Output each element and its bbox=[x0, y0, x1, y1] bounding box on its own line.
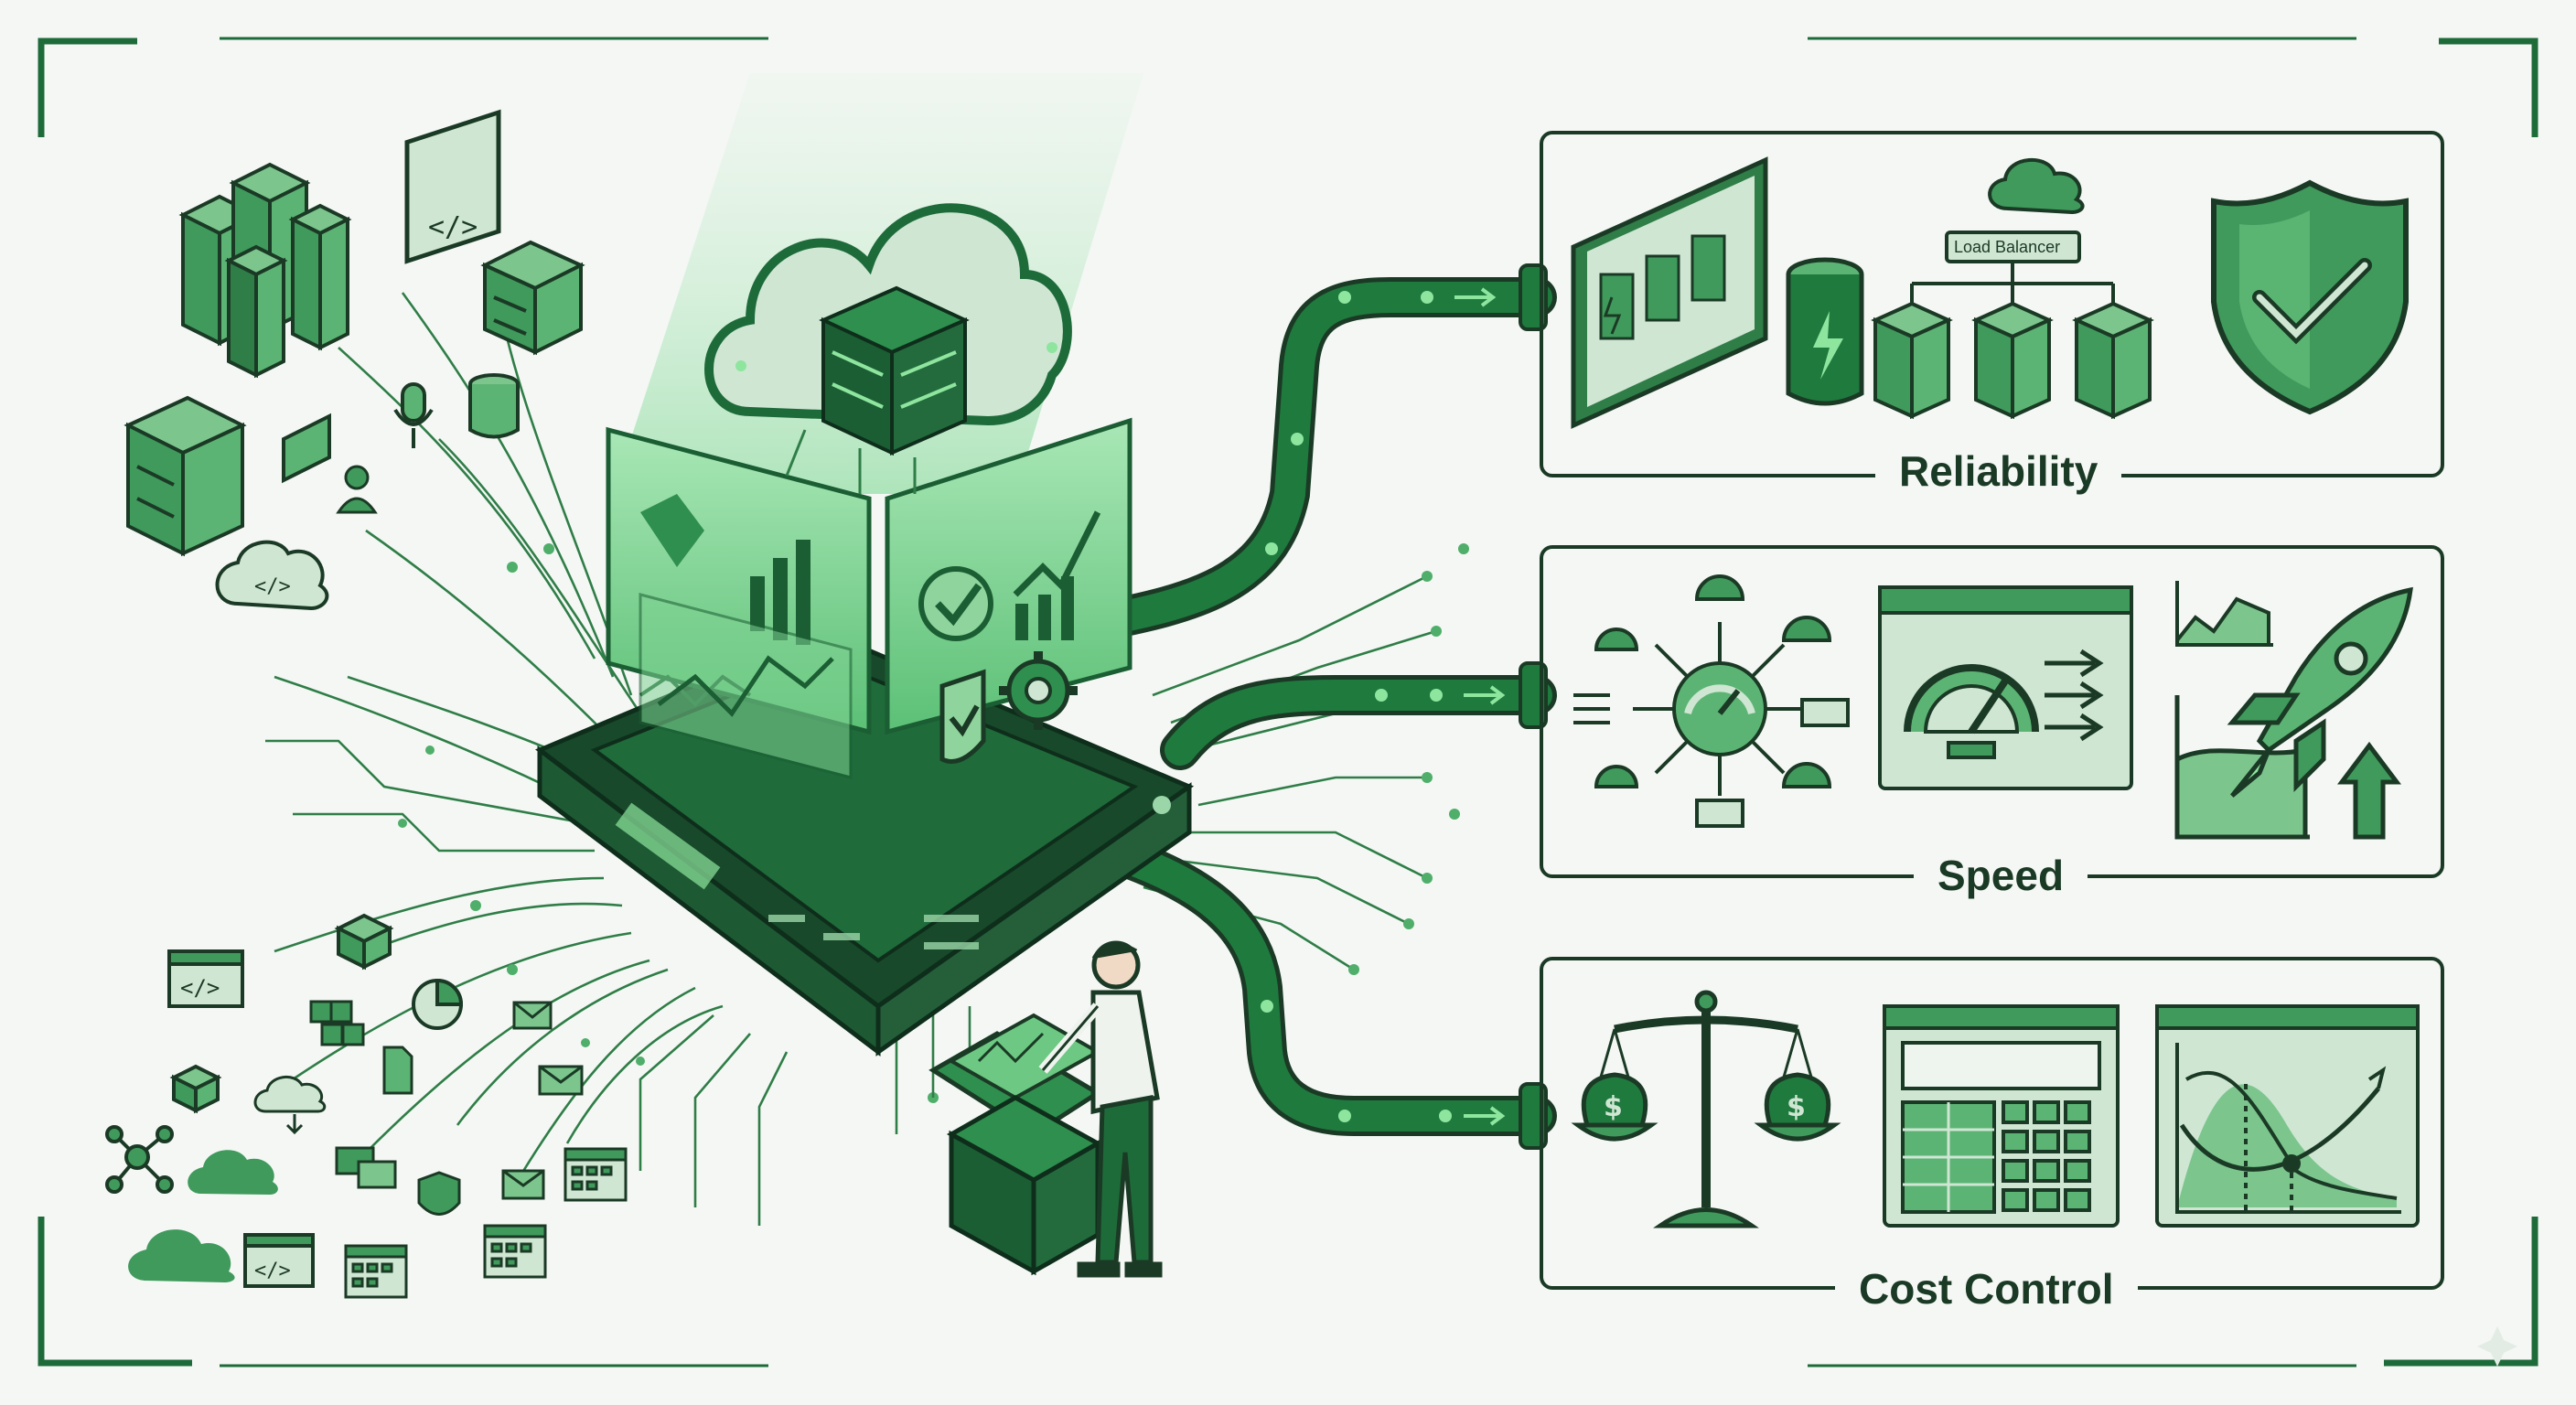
panel-title-reliability: Reliability bbox=[1875, 446, 2122, 496]
svg-text:$: $ bbox=[1787, 1091, 1806, 1123]
map-icon bbox=[640, 494, 704, 567]
shield-icon bbox=[417, 1171, 461, 1216]
pie-chart-icon bbox=[412, 978, 464, 1030]
cloud-server-icon bbox=[704, 203, 1072, 494]
pipe-dots bbox=[1261, 291, 1452, 1122]
data-stream-dots bbox=[398, 543, 939, 1103]
monitor-icon bbox=[282, 413, 331, 484]
hub-glow-slot bbox=[615, 802, 721, 890]
hub-front-screen bbox=[639, 593, 853, 779]
svg-text:</>: </> bbox=[180, 975, 220, 1001]
panel-title-speed: Speed bbox=[1914, 851, 2088, 900]
panel-title-cost: Cost Control bbox=[1835, 1264, 2138, 1314]
hub-screen-right bbox=[885, 417, 1132, 735]
network-icon bbox=[105, 1125, 174, 1194]
sparkle-icon bbox=[2477, 1326, 2517, 1367]
load-balancer-icon bbox=[1871, 158, 2154, 420]
cloud-icon bbox=[188, 1150, 278, 1195]
code-window-icon: </> bbox=[404, 109, 501, 264]
rocket-icon bbox=[2174, 586, 2413, 840]
chat-icon bbox=[335, 1146, 397, 1189]
code-window-icon: </> bbox=[243, 1233, 315, 1288]
calendar-icon bbox=[483, 1224, 547, 1279]
panel-reliability bbox=[1540, 131, 2444, 477]
pipe-arrows bbox=[1454, 287, 1506, 1126]
boxes-icon bbox=[309, 1000, 365, 1046]
shield-check-icon bbox=[939, 669, 986, 764]
dashboard-monitor-icon bbox=[1571, 156, 1768, 429]
frame-corners bbox=[38, 38, 2538, 1367]
pipe-cost bbox=[1087, 831, 1557, 1136]
load-balancer-label: Load Balancer bbox=[1954, 238, 2061, 256]
server-rack-icon bbox=[178, 162, 352, 379]
shield-check-icon bbox=[2211, 179, 2409, 415]
server-stack-icon bbox=[480, 240, 585, 356]
calendar-code-icon: </> bbox=[167, 949, 244, 1008]
bar-chart-icon bbox=[750, 540, 810, 645]
svg-text:</>: </> bbox=[428, 211, 478, 243]
pipe-reliability bbox=[1078, 277, 1557, 642]
svg-text:$: $ bbox=[1604, 1091, 1623, 1123]
checkmark-icon bbox=[918, 566, 993, 641]
trend-chart-icon bbox=[1013, 510, 1101, 597]
user-icon bbox=[336, 465, 378, 514]
pipe-speed bbox=[1160, 675, 1557, 770]
microphone-icon bbox=[393, 382, 434, 448]
growth-chart-icon bbox=[2175, 581, 2273, 647]
gauge-network-icon bbox=[1573, 574, 1850, 828]
balance-scale-icon: $ $ bbox=[1571, 990, 1841, 1228]
mail-icon bbox=[512, 1001, 553, 1030]
cost-curve-chart-icon bbox=[2155, 1004, 2420, 1228]
gear-icon bbox=[999, 651, 1078, 730]
frame-lines bbox=[220, 37, 2356, 1367]
cloud-code-icon: </> bbox=[215, 540, 329, 611]
hub-base-right bbox=[875, 782, 1192, 1056]
cube-icon bbox=[334, 913, 394, 971]
calendar-icon bbox=[564, 1147, 628, 1202]
battery-icon bbox=[1786, 257, 1864, 406]
svg-text:</>: </> bbox=[254, 575, 291, 598]
database-icon bbox=[468, 373, 520, 439]
central-hub bbox=[535, 73, 1195, 1057]
calendar-icon bbox=[344, 1244, 408, 1299]
cloud-download-icon bbox=[253, 1076, 327, 1135]
calculator-icon bbox=[1883, 1004, 2120, 1228]
operator-console bbox=[928, 1013, 1103, 1276]
svg-text:</>: </> bbox=[254, 1260, 291, 1282]
speedometer-window-icon bbox=[1878, 585, 2133, 790]
server-stack-icon bbox=[123, 395, 247, 557]
cloud-icon bbox=[128, 1229, 235, 1282]
panel-cost: $ $ bbox=[1540, 957, 2444, 1290]
cube-icon bbox=[169, 1064, 222, 1114]
mail-icon bbox=[538, 1065, 584, 1096]
document-icon bbox=[382, 1046, 413, 1095]
panel-speed bbox=[1540, 545, 2444, 878]
operator-person bbox=[1038, 940, 1163, 1278]
mail-icon bbox=[501, 1169, 545, 1200]
